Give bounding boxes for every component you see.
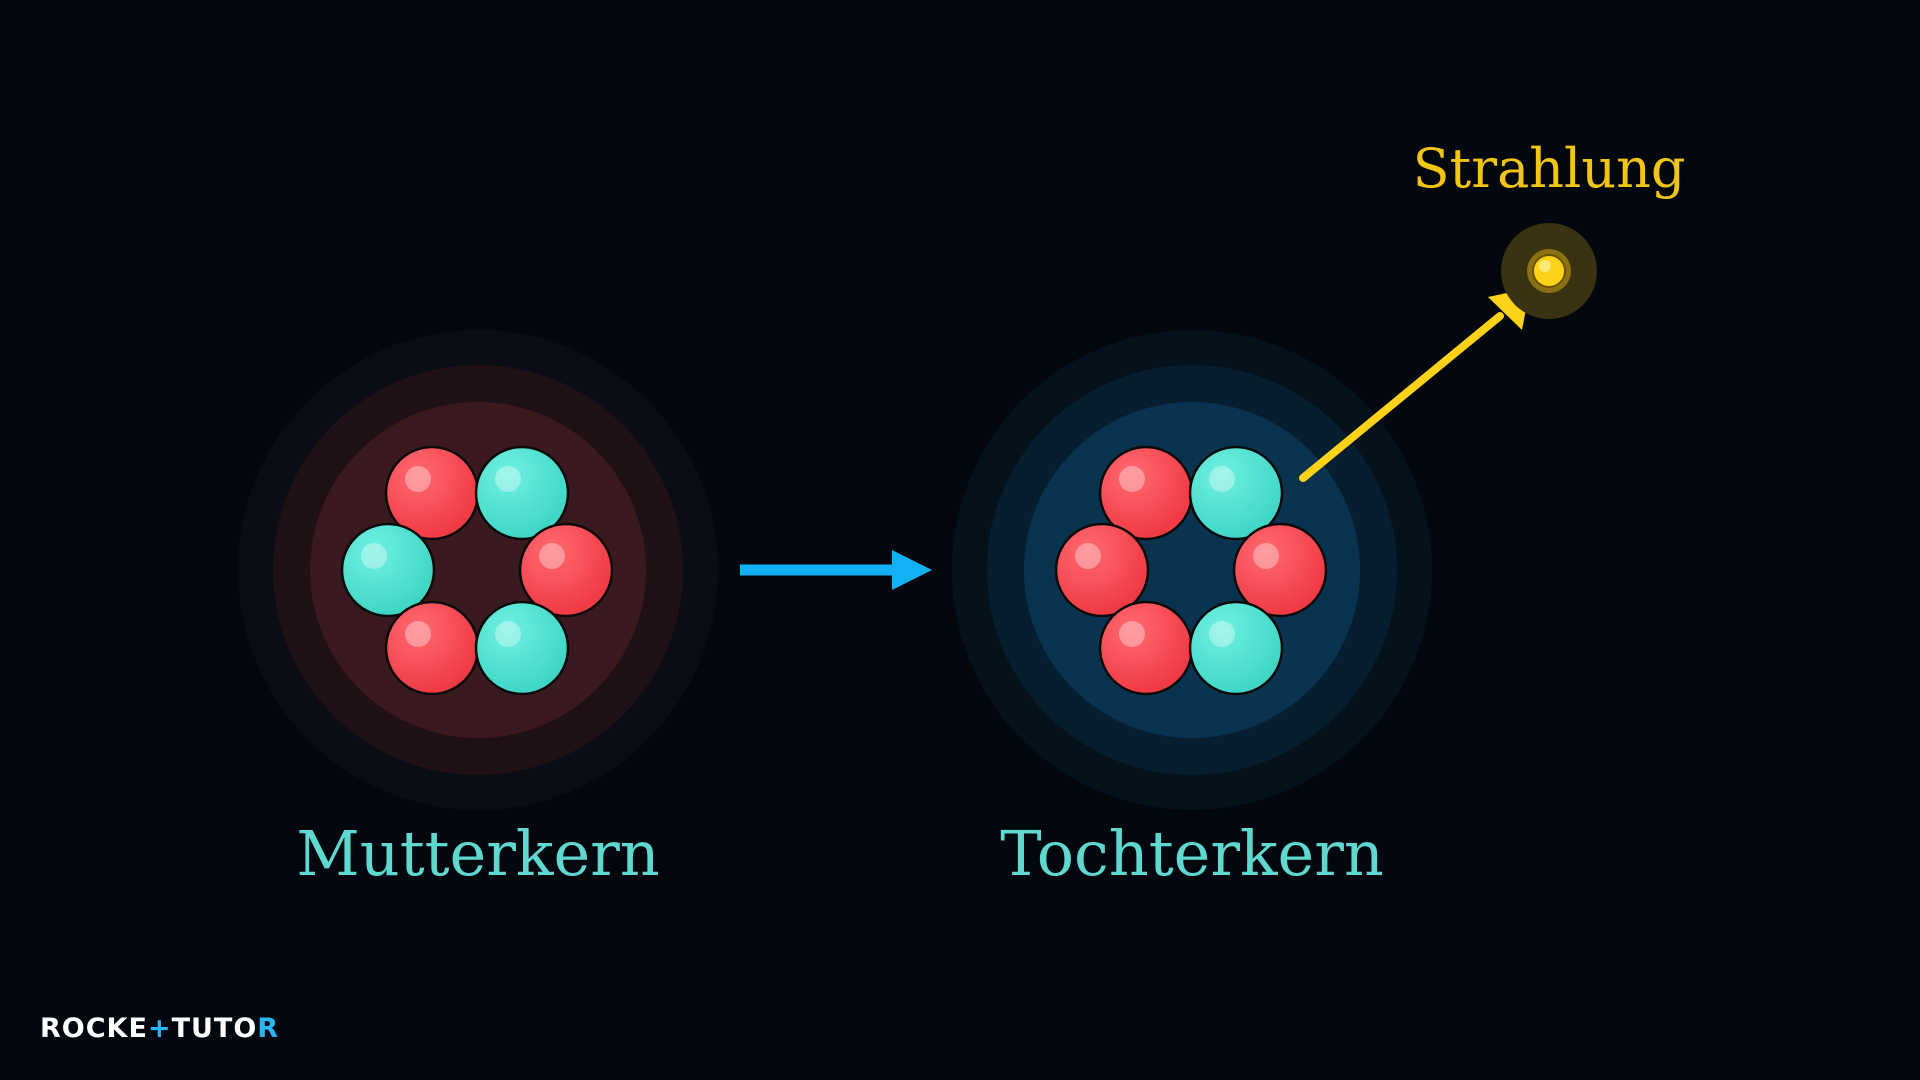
radiation-core — [1532, 254, 1566, 288]
proton-highlight — [539, 543, 565, 569]
daughter-proton-5 — [1098, 600, 1194, 696]
neutron-highlight — [1209, 466, 1235, 492]
neutron-highlight — [361, 543, 387, 569]
daughter-neutron-2 — [1188, 445, 1284, 541]
daughter-neutron-6 — [1188, 600, 1284, 696]
parent-nucleus — [238, 330, 718, 810]
daughter-label: Tochterkern — [1000, 817, 1384, 890]
parent-label: Mutterkern — [296, 817, 659, 890]
proton-sphere — [1054, 522, 1150, 618]
parent-neutron-6 — [474, 600, 570, 696]
process-arrow-head — [892, 550, 932, 590]
radiation-label: Strahlung — [1413, 137, 1686, 200]
logo-accent1: + — [147, 1012, 172, 1044]
logo-part2: TUTO — [171, 1012, 258, 1044]
proton-highlight — [1075, 543, 1101, 569]
daughter-nucleus — [952, 330, 1432, 810]
proton-highlight — [1119, 621, 1145, 647]
proton-sphere — [384, 600, 480, 696]
neutron-sphere — [1188, 600, 1284, 696]
proton-sphere — [518, 522, 614, 618]
neutron-highlight — [1209, 621, 1235, 647]
neutron-sphere — [474, 600, 570, 696]
proton-highlight — [1119, 466, 1145, 492]
parent-neutron-3 — [340, 522, 436, 618]
proton-highlight — [405, 621, 431, 647]
radiation-particle — [1501, 223, 1597, 319]
parent-proton-4 — [518, 522, 614, 618]
neutron-sphere — [1188, 445, 1284, 541]
proton-highlight — [1253, 543, 1279, 569]
neutron-sphere — [340, 522, 436, 618]
radiation-arrow-shaft — [1299, 312, 1504, 482]
proton-highlight — [405, 466, 431, 492]
process-arrow — [740, 550, 932, 590]
neutron-highlight — [495, 466, 521, 492]
parent-proton-5 — [384, 600, 480, 696]
proton-sphere — [1232, 522, 1328, 618]
proton-sphere — [1098, 600, 1194, 696]
neutron-sphere — [474, 445, 570, 541]
daughter-proton-1 — [1098, 445, 1194, 541]
logo-part1: ROCKE — [40, 1012, 148, 1044]
parent-neutron-2 — [474, 445, 570, 541]
parent-proton-1 — [384, 445, 480, 541]
radiation-highlight — [1539, 260, 1551, 272]
logo-accent2: R — [257, 1012, 280, 1044]
daughter-proton-4 — [1232, 522, 1328, 618]
neutron-highlight — [495, 621, 521, 647]
daughter-proton-3 — [1054, 522, 1150, 618]
